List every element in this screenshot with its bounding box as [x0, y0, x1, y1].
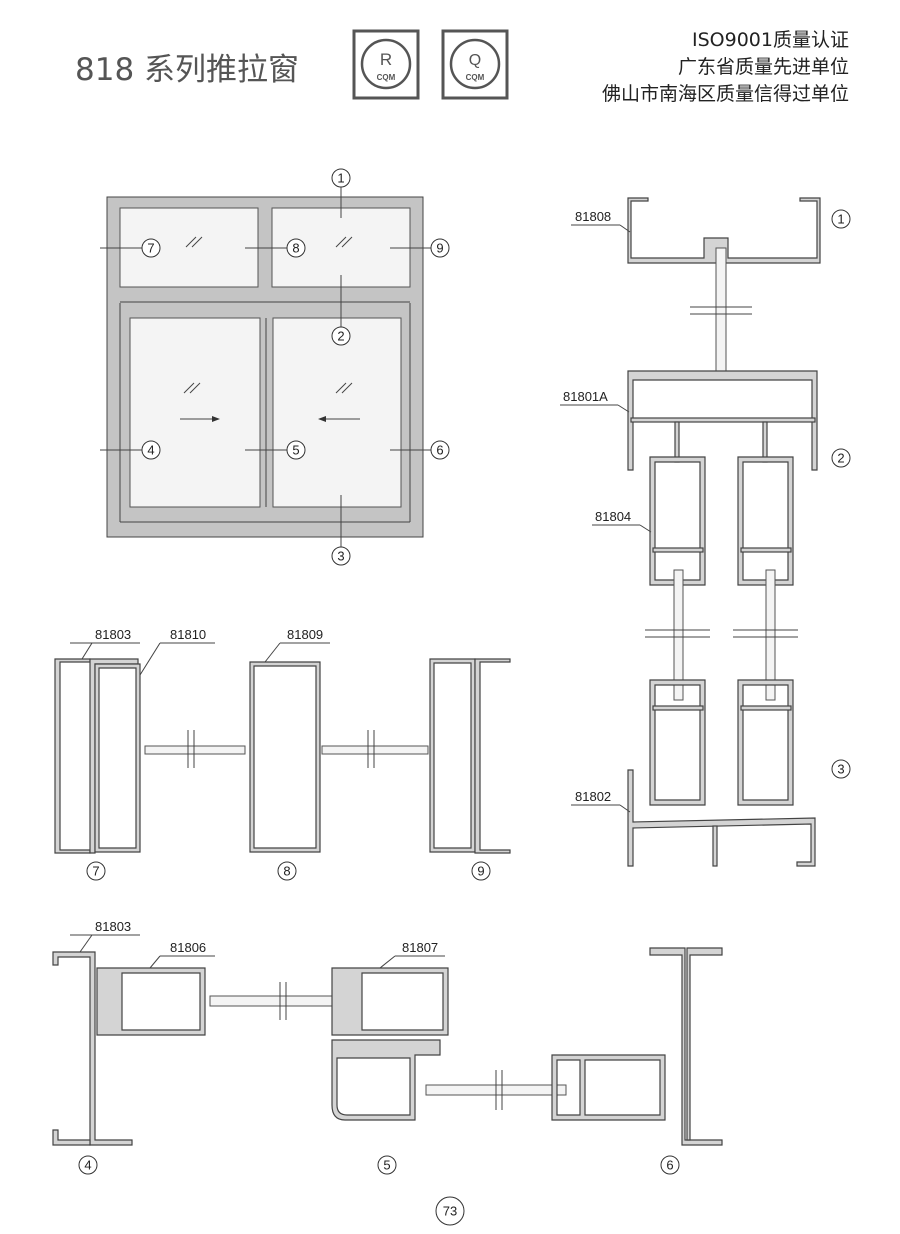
- vertical-section: [627, 197, 821, 867]
- svg-text:81801A: 81801A: [563, 389, 608, 404]
- svg-text:5: 5: [292, 443, 299, 458]
- svg-text:81806: 81806: [170, 940, 206, 955]
- svg-text:81802: 81802: [575, 789, 611, 804]
- sash-section: [52, 947, 723, 1146]
- svg-text:CQM: CQM: [466, 73, 485, 82]
- svg-text:2: 2: [837, 451, 844, 466]
- svg-text:81803: 81803: [95, 919, 131, 934]
- svg-text:81803: 81803: [95, 627, 131, 642]
- cert-iso: ISO9001质量认证: [692, 29, 849, 51]
- transom-section: [54, 658, 511, 854]
- svg-text:1: 1: [337, 171, 344, 186]
- cert-nanhai: 佛山市南海区质量信得过单位: [602, 83, 849, 105]
- svg-text:6: 6: [666, 1158, 673, 1173]
- svg-text:4: 4: [147, 443, 154, 458]
- page-title: 818 系列推拉窗: [75, 52, 299, 88]
- svg-text:3: 3: [337, 549, 344, 564]
- svg-text:81804: 81804: [595, 509, 631, 524]
- svg-text:73: 73: [443, 1204, 457, 1219]
- elevation-callouts: 1 2 3 4 5 6 7 8 9: [141, 168, 450, 566]
- cqm-r-logo: R CQM: [352, 29, 420, 100]
- sash-section-labels: 81803 81806 81807 4 5 6: [70, 919, 680, 1175]
- svg-text:81809: 81809: [287, 627, 323, 642]
- svg-text:R: R: [380, 50, 392, 69]
- svg-text:9: 9: [436, 241, 443, 256]
- svg-text:2: 2: [337, 329, 344, 344]
- svg-text:8: 8: [283, 864, 290, 879]
- svg-text:Q: Q: [469, 52, 481, 69]
- vertical-section-labels: 81808 81801A 81804 81802 1 2 3: [560, 209, 851, 813]
- svg-text:81807: 81807: [402, 940, 438, 955]
- svg-text:81810: 81810: [170, 627, 206, 642]
- svg-text:3: 3: [837, 762, 844, 777]
- transom-section-labels: 81803 81810 81809 7 8 9: [70, 627, 491, 881]
- svg-text:1: 1: [837, 212, 844, 227]
- svg-text:6: 6: [436, 443, 443, 458]
- cqm-q-logo: Q CQM: [441, 29, 509, 100]
- page-number: 73: [435, 1196, 465, 1226]
- svg-text:4: 4: [84, 1158, 91, 1173]
- svg-text:81808: 81808: [575, 209, 611, 224]
- svg-text:5: 5: [383, 1158, 390, 1173]
- svg-text:CQM: CQM: [377, 73, 396, 82]
- svg-text:8: 8: [292, 241, 299, 256]
- svg-text:7: 7: [147, 241, 154, 256]
- cert-guangdong: 广东省质量先进单位: [678, 56, 849, 78]
- svg-text:9: 9: [477, 864, 484, 879]
- svg-text:7: 7: [92, 864, 99, 879]
